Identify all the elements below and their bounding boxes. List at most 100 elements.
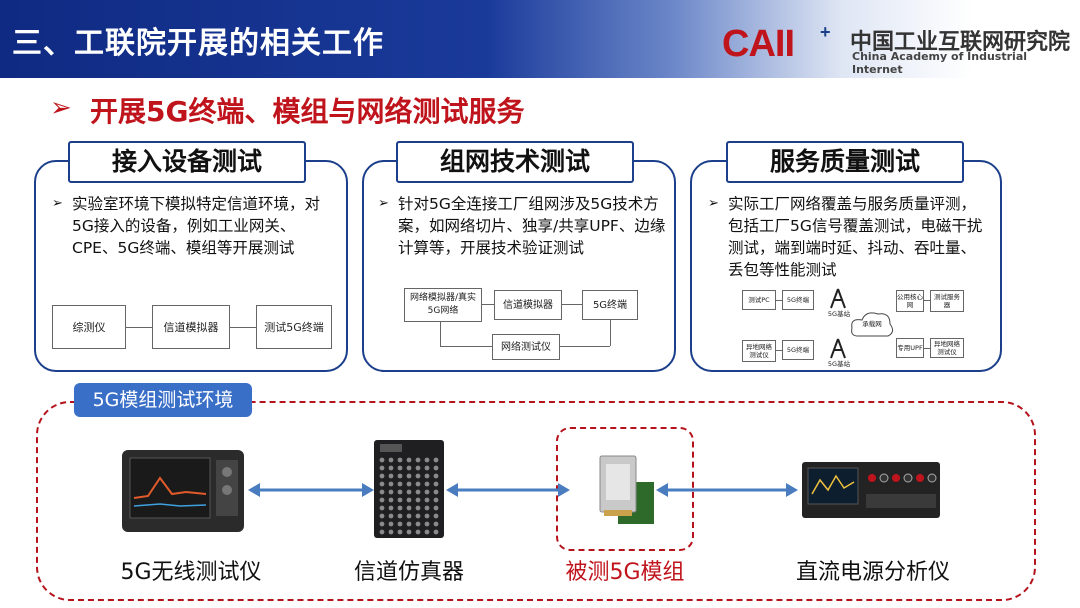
bullet-text: 针对5G全连接工厂组网涉及5G技术方案，如网络切片、独享/共享UPF、边缘计算等… [398, 195, 666, 257]
port-dot [379, 529, 385, 535]
diagram-connector [440, 322, 441, 346]
bullet-text: 实际工厂网络覆盖与服务质量评测，包括工厂5G信号覆盖测试，电磁干扰测试，端到端时… [728, 195, 983, 279]
diagram-box: 综测仪 [52, 305, 126, 349]
port-dot [379, 473, 385, 479]
antenna-icon [830, 288, 846, 309]
diagram-box: 5G终端 [582, 290, 638, 320]
panel-title-networking: 组网技术测试 [396, 141, 634, 183]
port-dot [388, 481, 394, 487]
port-dot [433, 497, 439, 503]
port-dot [397, 457, 403, 463]
logo-chinese-name: 中国工业互联网研究院 [850, 30, 1071, 55]
port-dot [406, 529, 412, 535]
panel-bullet-access: ➢ 实验室环境下模拟特定信道环境，对5G接入的设备，例如工业网关、CPE、5G终… [52, 193, 336, 259]
port-dot [433, 513, 439, 519]
port-dot [406, 513, 412, 519]
port-dot [424, 465, 430, 471]
header-bar: 三、工联院开展的相关工作 [0, 0, 1080, 78]
port-dot [388, 489, 394, 495]
port-dot [397, 513, 403, 519]
port-dot [424, 457, 430, 463]
diagram-connector [776, 350, 782, 351]
panel-title-access: 接入设备测试 [68, 141, 306, 183]
diagram-box: 5G终端 [782, 290, 814, 310]
port-dot [388, 521, 394, 527]
port-dot [415, 513, 421, 519]
bullet-arrow-icon: ➢ [708, 196, 719, 211]
port-dot [379, 457, 385, 463]
svg-text:+: + [820, 22, 831, 42]
diagram-connector [560, 346, 610, 347]
diagram-box: 异地网络测试仪 [930, 338, 964, 358]
diagram-box: 网络模拟器/真实5G网络 [404, 288, 482, 322]
port-dot [388, 457, 394, 463]
diagram-connector [924, 300, 930, 301]
module-test-environment [36, 401, 1036, 601]
device-label-dc-analyzer: 直流电源分析仪 [795, 560, 950, 585]
diagram-connector [230, 327, 256, 328]
port-dot [433, 521, 439, 527]
diagram-box: 测试PC [742, 290, 776, 310]
port-dot [406, 505, 412, 511]
cloud-icon [851, 312, 894, 337]
subtitle-arrow-icon: ➢ [50, 93, 72, 123]
port-dot [415, 521, 421, 527]
port-dot [397, 529, 403, 535]
diagram-connector [482, 304, 494, 305]
port-dot [397, 521, 403, 527]
port-dot [388, 513, 394, 519]
channel-emulator-image [374, 440, 444, 538]
port-dot [379, 513, 385, 519]
double-arrow-icon [446, 483, 570, 497]
port-dot [406, 497, 412, 503]
diagram-connector [924, 348, 930, 349]
bullet-arrow-icon: ➢ [52, 196, 63, 211]
bullet-text: 实验室环境下模拟特定信道环境，对5G接入的设备，例如工业网关、CPE、5G终端、… [72, 195, 321, 257]
dc-power-analyzer-image [802, 462, 940, 518]
port-dot [388, 465, 394, 471]
wireless-tester-image [122, 450, 244, 532]
diagram-box: 公用核心网 [896, 290, 924, 312]
port-dot [397, 465, 403, 471]
environment-tag: 5G模组测试环境 [74, 383, 252, 417]
port-dot [406, 489, 412, 495]
port-dot [397, 489, 403, 495]
diagram-connector [562, 304, 582, 305]
diagram-label: 承载网 [862, 320, 882, 328]
port-dot [433, 465, 439, 471]
port-dot [388, 529, 394, 535]
5g-module-image [599, 455, 654, 524]
device-label-wireless-tester: 5G无线测试仪 [120, 560, 262, 585]
double-arrow-icon [656, 483, 798, 497]
port-dot [379, 521, 385, 527]
panel-bullet-networking: ➢ 针对5G全连接工厂组网涉及5G技术方案，如网络切片、独享/共享UPF、边缘计… [378, 193, 668, 259]
diagram-connector [610, 320, 611, 346]
panel-service-quality-test [690, 160, 1002, 372]
port-dot [415, 529, 421, 535]
port-dot [424, 497, 430, 503]
port-dot [424, 473, 430, 479]
diagram-box: 5G终端 [782, 340, 814, 360]
panel-title-service: 服务质量测试 [726, 141, 964, 183]
port-dot [388, 505, 394, 511]
port-dot [397, 473, 403, 479]
port-dot [379, 465, 385, 471]
port-dot [433, 505, 439, 511]
port-dot [433, 489, 439, 495]
diagram-label: 5G基站 [827, 310, 851, 318]
logo-english-name: China Academy of Industrial Internet [852, 50, 1028, 76]
diagram-connector [126, 327, 152, 328]
port-dot [424, 521, 430, 527]
diagram-box: 测试5G终端 [256, 305, 332, 349]
port-dot [397, 505, 403, 511]
port-dot [415, 489, 421, 495]
diagram-label: 5G基站 [827, 360, 851, 368]
port-dot [415, 481, 421, 487]
port-dot [424, 513, 430, 519]
port-dot [424, 489, 430, 495]
port-dot [379, 505, 385, 511]
port-dot [433, 457, 439, 463]
port-dot [388, 497, 394, 503]
double-arrow-icon [248, 483, 374, 497]
diagram-box: 测试服务器 [930, 290, 964, 312]
